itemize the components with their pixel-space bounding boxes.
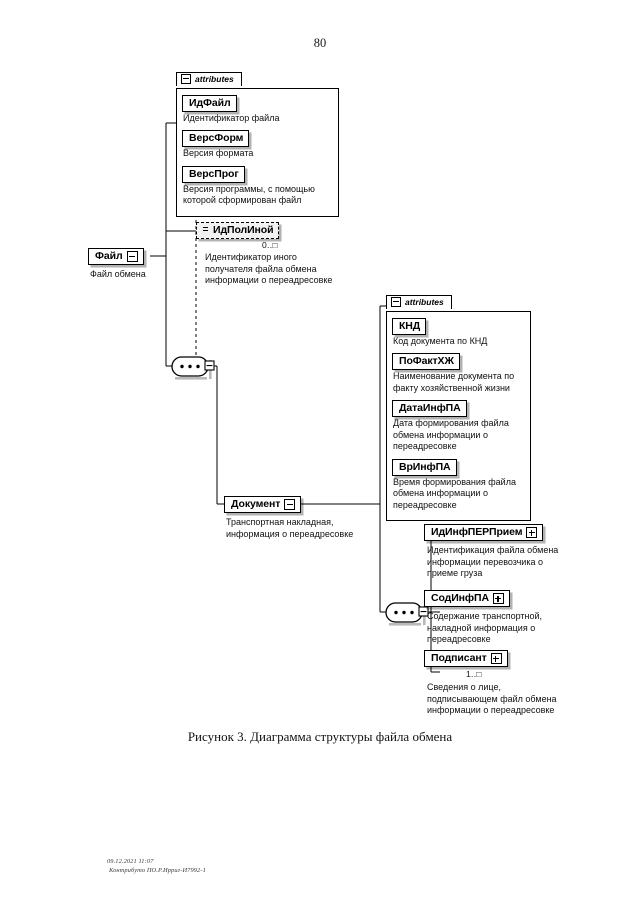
page-number: 80	[313, 36, 327, 50]
attribute-row[interactable]: ВерсФорм	[182, 128, 333, 148]
expand-plus-icon[interactable]	[526, 527, 538, 538]
element-box-sodinfpa[interactable]: СодИнфПА	[424, 590, 510, 607]
attribute-row[interactable]: ПоФактХЖ	[392, 351, 525, 371]
attribute-box-idfajl[interactable]: ИдФайл	[182, 94, 237, 112]
minus-box-icon[interactable]	[391, 297, 401, 307]
attribute-label-versprog: ВерсПрог	[189, 167, 239, 180]
sequence-compositor-root	[171, 356, 215, 380]
element-box-idpolinoj[interactable]: ИдПолИной	[196, 222, 280, 239]
attribute-row[interactable]: ИдФайл	[182, 93, 333, 112]
figure-caption: Рисунок 3. Диаграмма структуры файла обм…	[187, 729, 453, 744]
attribute-box-vrinfpa[interactable]: ВрИнфПА	[392, 458, 457, 476]
attribute-marker-icon	[203, 227, 209, 234]
attribute-label-vrinfpa: ВрИнфПА	[399, 460, 451, 473]
footer-timestamp: 09.12.2021 11:07	[107, 858, 154, 865]
collapse-minus-icon[interactable]	[126, 251, 138, 262]
element-caption-dokument: Транспортная накладная, информация о пер…	[226, 517, 354, 539]
attribute-box-datainfpa[interactable]: ДатаИнфПА	[392, 400, 467, 418]
element-box-dokument[interactable]: Документ	[224, 496, 302, 513]
attribute-description: Версия программы, с помощью которой сфор…	[183, 183, 315, 206]
minus-box-icon[interactable]	[181, 74, 191, 84]
expand-plus-icon[interactable]	[492, 593, 504, 604]
attributes-tab-file[interactable]: attributes	[176, 71, 242, 86]
attribute-description: Время формирования файла обмена информац…	[393, 476, 516, 510]
attribute-box-versform[interactable]: ВерсФорм	[182, 130, 250, 148]
element-caption-podpisant: Сведения о лице, подписывающем файл обме…	[427, 682, 557, 715]
element-label-fajl: Файл	[95, 250, 123, 262]
element-node-sodinfpa[interactable]: СодИнфПА	[424, 588, 510, 607]
attributes-tab-label: attributes	[405, 296, 444, 307]
element-label-dokument: Документ	[231, 498, 281, 510]
attributes-panel-document: attributes КНД Код документа по КНД ПоФа…	[386, 294, 531, 522]
attribute-label-versform: ВерсФорм	[189, 132, 244, 145]
element-label-idinfperpriem: ИдИнфПЕРПрием	[431, 526, 523, 538]
attribute-description: Дата формирования файла обмена информаци…	[393, 418, 509, 452]
element-box-podpisant[interactable]: Подписант	[424, 650, 508, 667]
attribute-row[interactable]: КНД	[392, 316, 525, 335]
page-footer: 09.12.2021 11:07 Контрибуто ПО.Р.Ирриг-И…	[107, 857, 206, 875]
element-box-fajl[interactable]: Файл	[88, 248, 144, 265]
attribute-description: Код документа по КНД	[393, 335, 488, 346]
attributes-tab-document[interactable]: attributes	[386, 294, 452, 309]
attribute-box-knd[interactable]: КНД	[392, 317, 427, 335]
attributes-body-document: КНД Код документа по КНД ПоФактХЖ Наимен…	[386, 310, 531, 522]
attribute-row[interactable]: ВрИнфПА	[392, 457, 525, 476]
element-box-idinfperpriem[interactable]: ИдИнфПЕРПрием	[424, 524, 544, 541]
element-node-podpisant[interactable]: Подписант	[424, 648, 508, 667]
attribute-label-pofaktxzh: ПоФактХЖ	[399, 355, 454, 368]
attributes-tab-label: attributes	[195, 73, 234, 84]
element-node-dokument[interactable]: Документ	[224, 494, 302, 513]
attribute-description: Идентификатор файла	[183, 112, 280, 123]
attribute-description: Наименование документа по факту хозяйств…	[393, 371, 515, 393]
attribute-box-pofaktxzh[interactable]: ПоФактХЖ	[392, 353, 460, 371]
element-label-idpolinoj: ИдПолИной	[213, 224, 274, 236]
element-label-podpisant: Подписант	[431, 652, 487, 664]
element-caption-sodinfpa: Содержание транспортной, накладной инфор…	[427, 611, 543, 644]
expand-plus-icon[interactable]	[490, 653, 502, 664]
collapse-minus-icon[interactable]	[284, 499, 296, 510]
element-caption-fajl: Файл обмена	[90, 269, 146, 279]
attribute-label-knd: КНД	[399, 319, 421, 332]
attribute-label-datainfpa: ДатаИнфПА	[399, 402, 461, 415]
element-label-sodinfpa: СодИнфПА	[431, 592, 489, 604]
attribute-row[interactable]: ДатаИнфПА	[392, 398, 525, 418]
attributes-panel-file: attributes ИдФайл Идентификатор файла Ве…	[176, 71, 339, 217]
attributes-body-file: ИдФайл Идентификатор файла ВерсФорм Верс…	[176, 87, 339, 217]
element-caption-idinfperpriem: Идентификация файла обмена информации пе…	[427, 545, 559, 578]
attribute-description: Версия формата	[183, 148, 254, 159]
element-caption-idpolinoj: Идентификатор иного получателя файла обм…	[205, 252, 333, 285]
multiplicity-idpolinoj: 0..□	[262, 240, 278, 250]
sequence-compositor-document	[385, 602, 429, 626]
multiplicity-podpisant: 1..□	[466, 669, 482, 679]
element-node-idinfperpriem[interactable]: ИдИнфПЕРПрием	[424, 522, 544, 541]
attribute-label-idfajl: ИдФайл	[189, 96, 231, 109]
attribute-box-versprog[interactable]: ВерсПрог	[182, 165, 245, 183]
element-node-fajl[interactable]: Файл	[88, 246, 144, 265]
footer-document-code: Контрибуто ПО.Р.Ирриг-И7992-1	[109, 867, 206, 874]
element-node-idpolinoj[interactable]: ИдПолИной	[196, 221, 280, 239]
attribute-row[interactable]: ВерсПрог	[182, 164, 333, 183]
